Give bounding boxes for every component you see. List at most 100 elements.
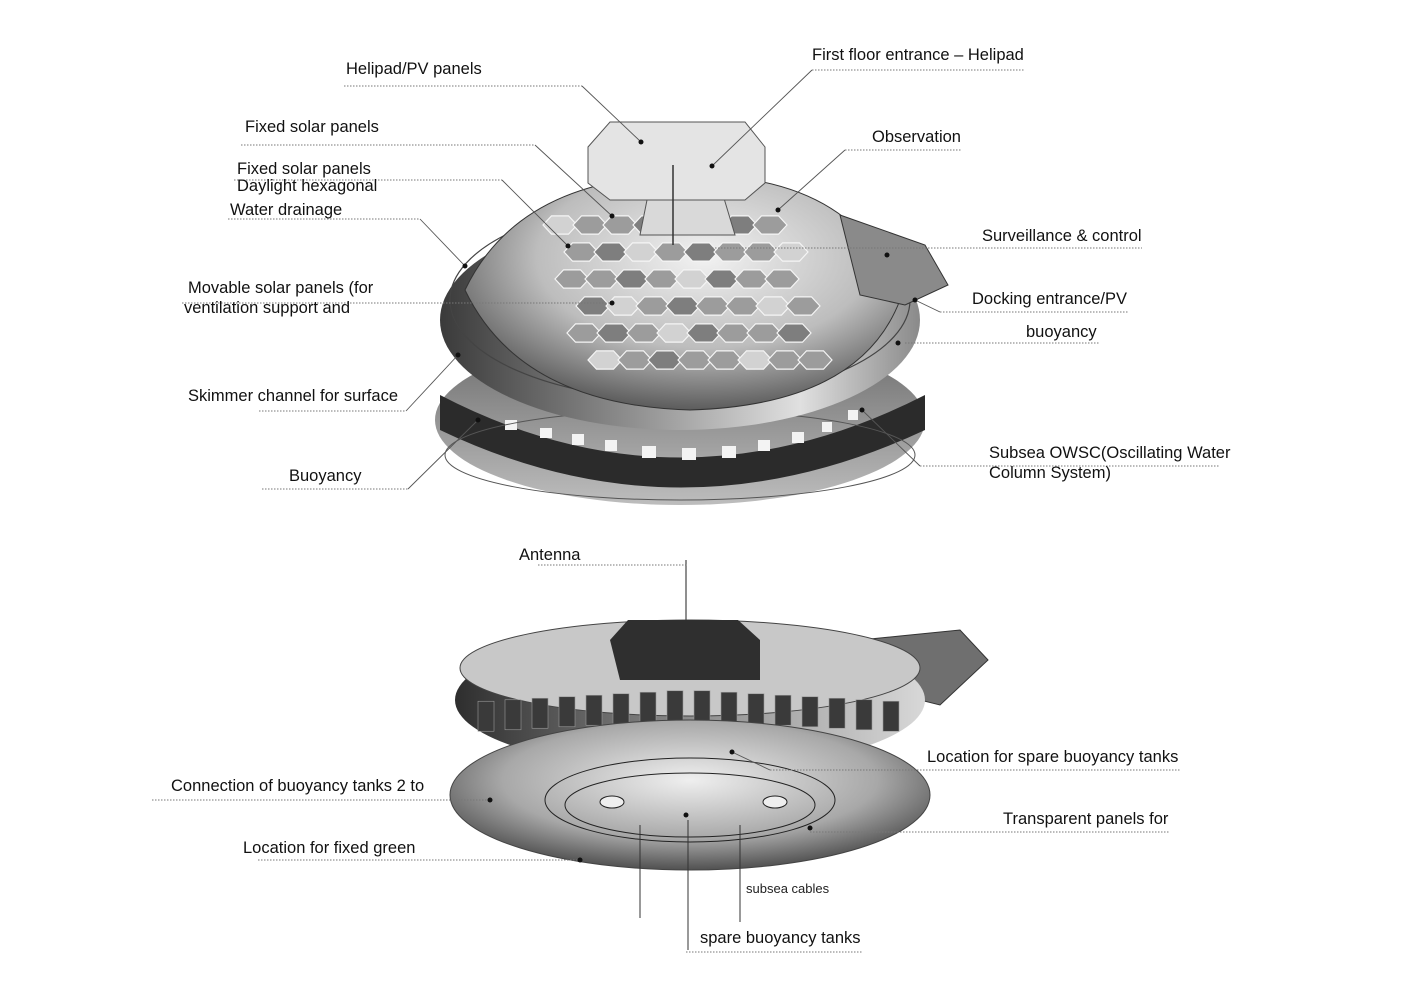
hex-panel <box>566 323 602 343</box>
label-fixed-solar-1: Fixed solar panels <box>245 118 379 136</box>
leader-lines <box>152 69 1220 953</box>
hex-panel <box>644 269 680 289</box>
top-structure-illustration <box>435 121 949 505</box>
label-helipad-pv: Helipad/PV panels <box>346 60 482 78</box>
label-fixed-green: Location for fixed green <box>243 839 415 857</box>
label-movable-solar-2: ventilation support and <box>184 299 350 317</box>
louver-window <box>774 694 792 726</box>
hex-panel <box>725 296 761 316</box>
hex-panel <box>647 350 683 370</box>
label-buoyancy-lower: buoyancy <box>1026 323 1097 341</box>
hex-panel <box>785 296 821 316</box>
hex-panel <box>674 269 710 289</box>
hex-panel <box>587 350 623 370</box>
window-openings <box>505 410 858 460</box>
louver-window <box>612 693 630 725</box>
hex-panel <box>686 323 722 343</box>
hex-panel <box>626 323 662 343</box>
hex-panel <box>584 269 620 289</box>
hex-panel <box>746 323 782 343</box>
label-subsea-cables: subsea cables <box>746 881 830 896</box>
label-daylight-hex: Daylight hexagonal <box>237 177 377 195</box>
label-surveillance: Surveillance & control <box>982 227 1142 245</box>
label-buoyancy: Buoyancy <box>289 467 362 485</box>
hex-panel <box>743 242 779 262</box>
spare-tank-left <box>599 795 625 809</box>
top-labels: Helipad/PV panels First floor entrance –… <box>184 46 1231 485</box>
hex-panel <box>656 323 692 343</box>
label-owsc-2: Column System) <box>989 464 1111 482</box>
bottom-structure-illustration <box>449 560 989 950</box>
louver-window <box>504 699 522 731</box>
label-connection: Connection of buoyancy tanks 2 to <box>171 777 424 795</box>
louver-window <box>855 699 873 731</box>
hex-panel <box>707 350 743 370</box>
hex-panel <box>653 242 689 262</box>
hex-panel <box>623 242 659 262</box>
label-skimmer: Skimmer channel for surface <box>188 387 398 405</box>
louver-window <box>828 697 846 729</box>
louver-window <box>585 694 603 726</box>
hex-panel <box>752 215 788 235</box>
louver-window <box>531 697 549 729</box>
hex-panel <box>593 242 629 262</box>
label-owsc-1: Subsea OWSC(Oscillating Water <box>989 444 1231 462</box>
hex-panel <box>716 323 752 343</box>
hex-panel <box>734 269 770 289</box>
hex-panel <box>605 296 641 316</box>
louver-window <box>558 696 576 728</box>
louver-window <box>801 696 819 728</box>
hex-panel <box>572 215 608 235</box>
hex-panel <box>797 350 833 370</box>
hex-panel <box>776 323 812 343</box>
hex-panel <box>767 350 803 370</box>
hex-panel <box>677 350 713 370</box>
label-docking: Docking entrance/PV <box>972 290 1127 308</box>
hexagonal-panels <box>542 215 833 370</box>
window-band <box>440 395 925 488</box>
louver-window <box>666 690 684 722</box>
louver-window <box>693 690 711 722</box>
underside-disc <box>449 719 931 871</box>
label-fixed-solar-2: Fixed solar panels <box>237 160 371 178</box>
hex-panel <box>596 323 632 343</box>
central-hatch <box>610 620 760 680</box>
louver-window <box>639 691 657 723</box>
label-spare-tanks: spare buoyancy tanks <box>700 929 861 947</box>
underside-inner-ring <box>564 772 816 838</box>
louver-band <box>477 690 900 732</box>
hex-panel <box>614 269 650 289</box>
hex-panel <box>755 296 791 316</box>
hex-panel <box>554 269 590 289</box>
hex-panel <box>764 269 800 289</box>
louver-window <box>720 691 738 723</box>
hex-panel <box>683 242 719 262</box>
bottom-labels: Antenna Location for spare buoyancy tank… <box>171 546 1178 947</box>
label-movable-solar-1: Movable solar panels (for <box>188 279 374 297</box>
hex-panel <box>563 242 599 262</box>
hex-panel <box>635 296 671 316</box>
hex-panel <box>773 242 809 262</box>
louver-window <box>747 693 765 725</box>
hex-panel <box>713 242 749 262</box>
hex-panel <box>695 296 731 316</box>
label-transparent: Transparent panels for <box>1003 810 1169 828</box>
label-water-drainage: Water drainage <box>230 201 342 219</box>
louver-window <box>882 700 900 732</box>
hex-panel <box>617 350 653 370</box>
label-antenna: Antenna <box>519 546 581 564</box>
label-first-floor-entrance: First floor entrance – Helipad <box>812 46 1024 64</box>
label-spare-location: Location for spare buoyancy tanks <box>927 748 1178 766</box>
spare-tank-right <box>762 795 788 809</box>
louver-window <box>477 700 495 732</box>
docking-wing <box>839 214 949 306</box>
label-observation: Observation <box>872 128 961 146</box>
helipad-deck <box>587 121 766 201</box>
hex-panel <box>665 296 701 316</box>
underside-ring <box>544 757 836 843</box>
hex-panel <box>737 350 773 370</box>
hex-panel <box>704 269 740 289</box>
hex-panel <box>575 296 611 316</box>
hex-panel <box>602 215 638 235</box>
